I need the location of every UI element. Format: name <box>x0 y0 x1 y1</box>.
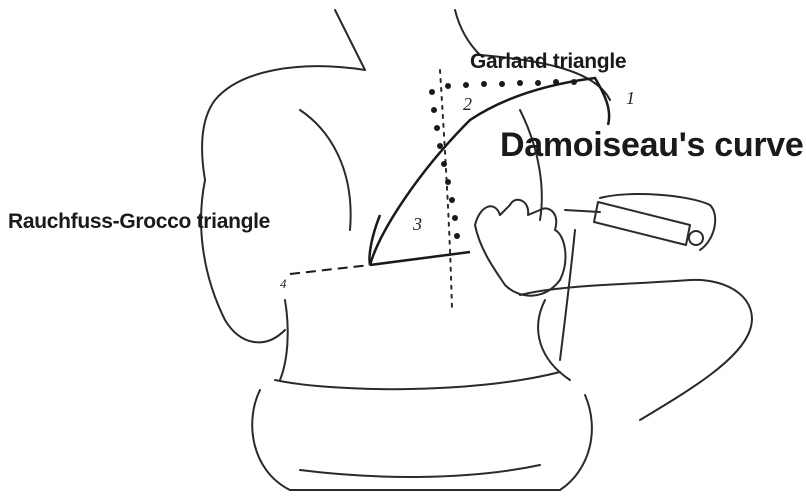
damoiseau-curve <box>370 78 609 265</box>
examiner-hand <box>475 200 565 296</box>
rauchfuss-dashed-line <box>290 265 370 274</box>
left-edge-line <box>369 215 380 265</box>
zone-number-4: 4 <box>280 276 287 292</box>
left-scapula <box>300 110 351 230</box>
spine <box>440 70 452 310</box>
zone-number-3: 3 <box>413 214 422 235</box>
zone-number-1: 1 <box>626 88 635 109</box>
syringe-barrel <box>594 202 690 245</box>
trousers <box>252 390 592 490</box>
examiner-arm <box>520 280 752 420</box>
neck-outline-right <box>455 10 480 55</box>
garland-triangle-label: Garland triangle <box>470 50 626 74</box>
neck-outline <box>335 10 365 70</box>
trouser-fold <box>300 465 540 477</box>
rauchfuss-grocco-triangle-label: Rauchfuss-Grocco triangle <box>8 210 270 234</box>
syringe-needle <box>565 210 600 212</box>
syringe-plunger <box>689 231 703 245</box>
left-arm <box>201 180 285 342</box>
fluid-baseline <box>370 252 470 265</box>
right-torso <box>560 230 575 360</box>
damoiseau-curve-label: Damoiseau's curve <box>500 126 803 165</box>
left-torso <box>280 300 288 380</box>
syringe-hand <box>600 194 715 250</box>
zone-number-2: 2 <box>463 94 472 115</box>
waistband <box>275 372 560 389</box>
